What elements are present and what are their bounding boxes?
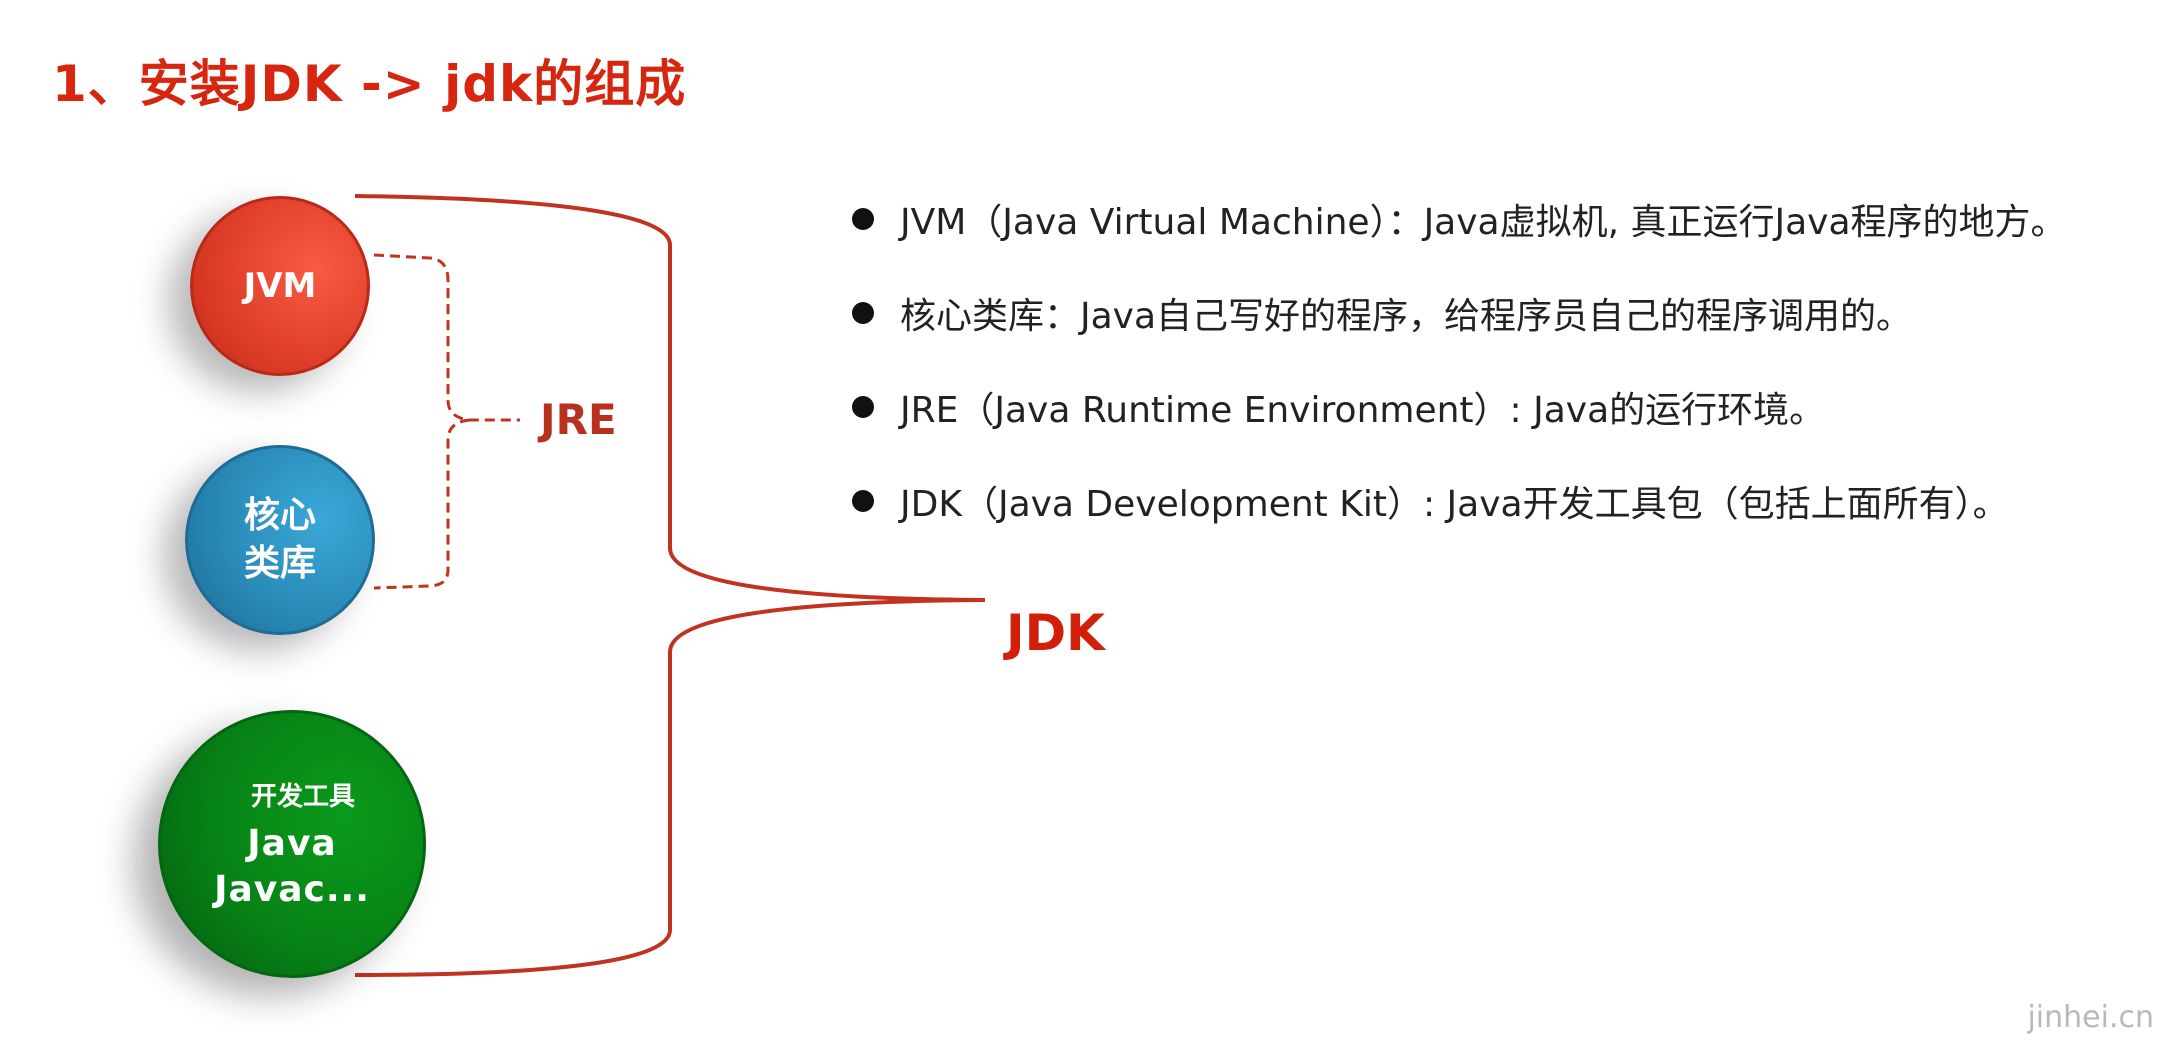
list-item: JRE（Java Runtime Environment）: Java的运行环境… (852, 360, 2067, 454)
bullet-icon (852, 396, 874, 418)
jre-label: JRE (540, 395, 617, 444)
bullet-text-jvm: JVM（Java Virtual Machine）：Java虚拟机, 真正运行J… (900, 202, 2067, 243)
jvm-label: JVM (243, 266, 317, 306)
bullet-icon (852, 208, 874, 230)
jdk-label: JDK (1006, 604, 1105, 662)
watermark: jinhei.cn (2027, 1000, 2154, 1035)
dev-tools-label: 开发工具 (250, 781, 355, 812)
definition-list: JVM（Java Virtual Machine）：Java虚拟机, 真正运行J… (852, 172, 2067, 548)
bullet-icon (852, 490, 874, 512)
bullet-text-jre: JRE（Java Runtime Environment）: Java的运行环境… (900, 390, 1826, 431)
dev-tools-circle: 开发工具 Java Javac... (158, 710, 426, 978)
core-library-label-line1: 核心 (243, 495, 316, 536)
dev-tools-javac: Javac... (214, 868, 370, 910)
core-library-label-line2: 类库 (243, 543, 316, 584)
list-item: 核心类库：Java自己写好的程序，给程序员自己的程序调用的。 (852, 266, 2067, 360)
dev-tools-java: Java (247, 822, 337, 864)
list-item: JVM（Java Virtual Machine）：Java虚拟机, 真正运行J… (852, 172, 2067, 266)
bullet-text-core-library: 核心类库：Java自己写好的程序，给程序员自己的程序调用的。 (900, 296, 1913, 337)
jdk-bracket (354, 194, 986, 977)
bullet-icon (852, 302, 874, 324)
page-title: 1、安装JDK -> jdk的组成 (52, 55, 687, 113)
jre-bracket (373, 253, 520, 590)
bullet-text-jdk: JDK（Java Development Kit）: Java开发工具包（包括上… (900, 484, 2009, 525)
core-library-circle: 核心 类库 (185, 445, 375, 635)
list-item: JDK（Java Development Kit）: Java开发工具包（包括上… (852, 454, 2067, 548)
jvm-circle: JVM (190, 196, 370, 376)
